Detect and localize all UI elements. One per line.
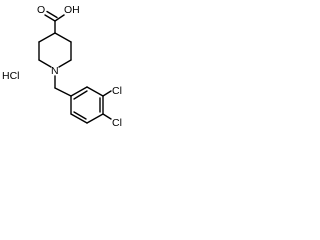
c4-to-chlorine-bond [102,113,112,120]
ring-bond-c4-c3 [38,32,56,43]
carbonyl-oxygen-label: O [37,4,45,16]
benzyl-ch2-to-ring-bond [54,87,72,97]
c3-to-chlorine-bond [102,90,112,97]
chlorine-4-label: Cl [112,117,122,129]
chlorine-3-label: Cl [112,85,122,97]
chemical-structure: O OH N Cl Cl HCl [2,4,122,129]
aryl-bond-c1-c2 [70,86,88,97]
piperidine-ring: N [38,32,72,77]
aryl-bond-c5-c6 [70,113,88,124]
nitrogen-label: N [51,65,59,77]
aryl-bond-c4-c5 [86,113,104,124]
hydrochloride-label: HCl [2,70,20,82]
hydroxyl-label: OH [64,4,80,16]
aromatic-inner-bond-1 [73,90,88,100]
carbonyl-double-bond-b [46,10,58,19]
carboxylic-acid-group: O OH [37,4,80,34]
ring-bond-c2-n [38,59,52,68]
aromatic-inner-bond-3 [73,111,87,120]
carbonyl-double-bond-a [44,14,56,22]
dichlorophenyl-ring [70,86,104,124]
ring-bond-n-c6 [58,59,72,68]
ring-bond-c5-c4 [54,32,72,43]
aryl-bond-c2-c3 [86,86,104,97]
c-oh-bond [54,14,65,22]
